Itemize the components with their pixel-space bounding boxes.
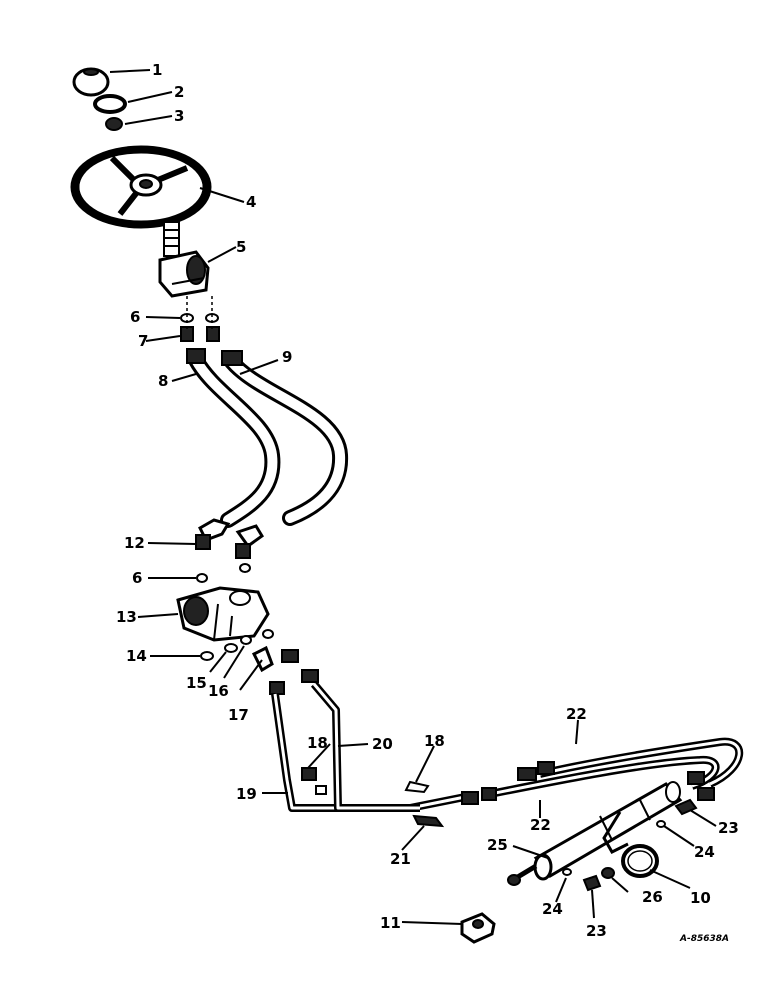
callout-15: 15 (186, 674, 207, 692)
o-ring-14 (200, 651, 214, 661)
fitting-22b (537, 761, 555, 775)
callout-20: 20 (372, 735, 393, 753)
callout-12: 12 (124, 534, 145, 552)
steering-wheel (70, 145, 212, 229)
clip-18-left (301, 767, 317, 781)
elbow-fitting-right (235, 524, 264, 559)
washer-24-bottom (562, 868, 572, 876)
fitting-22c (461, 791, 479, 805)
o-ring-lower (239, 563, 251, 573)
ring-part (93, 94, 127, 114)
callout-13: 13 (116, 608, 137, 626)
tube-20 (310, 681, 420, 812)
clip-18-right (404, 780, 430, 794)
cylinder-bracket-26 (601, 811, 629, 879)
fitting-pair (262, 629, 319, 683)
callout-8: 8 (158, 372, 168, 390)
connectors-upper (180, 326, 220, 342)
clamp-21 (412, 814, 445, 828)
fitting-22a (517, 767, 537, 781)
hose-22-upper (539, 737, 743, 788)
callout-5: 5 (236, 238, 246, 256)
callout-18-right: 18 (424, 732, 445, 750)
callout-19: 19 (236, 785, 257, 803)
hose-8 (186, 348, 281, 528)
callout-6-lower: 6 (132, 569, 142, 587)
fitting-22e (687, 771, 705, 785)
steering-gear-body (176, 586, 270, 642)
nut-part (105, 117, 123, 131)
fitting-22f (697, 787, 715, 801)
elbow-fitting-12 (195, 518, 231, 550)
hose-22-lower (489, 755, 720, 798)
drawing-reference: A-85638A (679, 934, 729, 944)
callout-23-bottom: 23 (586, 922, 607, 940)
clip-18-left-b (315, 785, 327, 795)
callout-22-lower: 22 (530, 816, 551, 834)
callout-23-right: 23 (718, 819, 739, 837)
callout-11: 11 (380, 914, 401, 932)
cap-part (72, 67, 110, 97)
steering-shaft (163, 221, 180, 257)
callout-22-upper: 22 (566, 705, 587, 723)
callout-16: 16 (208, 682, 229, 700)
steering-valve (158, 250, 210, 298)
ring-10 (621, 844, 659, 878)
callout-21: 21 (390, 850, 411, 868)
callout-14: 14 (126, 647, 147, 665)
callout-24-right: 24 (694, 843, 715, 861)
elbow-17 (251, 645, 285, 695)
callout-25: 25 (487, 836, 508, 854)
callout-24-bottom: 24 (542, 900, 563, 918)
callout-2: 2 (174, 83, 184, 101)
callout-18-left: 18 (307, 734, 328, 752)
o-ring-6 (196, 573, 208, 583)
fitting-22d (481, 787, 497, 801)
callout-7: 7 (138, 332, 148, 350)
pin-23-right (674, 798, 698, 816)
washer-16 (240, 635, 252, 645)
tube-19 (271, 693, 471, 812)
callout-26: 26 (642, 888, 663, 906)
block-11 (460, 912, 496, 944)
callout-17: 17 (228, 706, 249, 724)
callout-10: 10 (690, 889, 711, 907)
pin-23-bottom (582, 874, 602, 892)
leader-lines (109, 69, 717, 925)
callout-9: 9 (282, 348, 292, 366)
callout-6-upper: 6 (130, 308, 140, 326)
callout-3: 3 (174, 107, 184, 125)
washer-24-right (656, 820, 666, 828)
hose-9 (221, 350, 349, 526)
callout-1: 1 (152, 61, 162, 79)
callout-4: 4 (246, 193, 256, 211)
washer-15 (224, 643, 238, 653)
